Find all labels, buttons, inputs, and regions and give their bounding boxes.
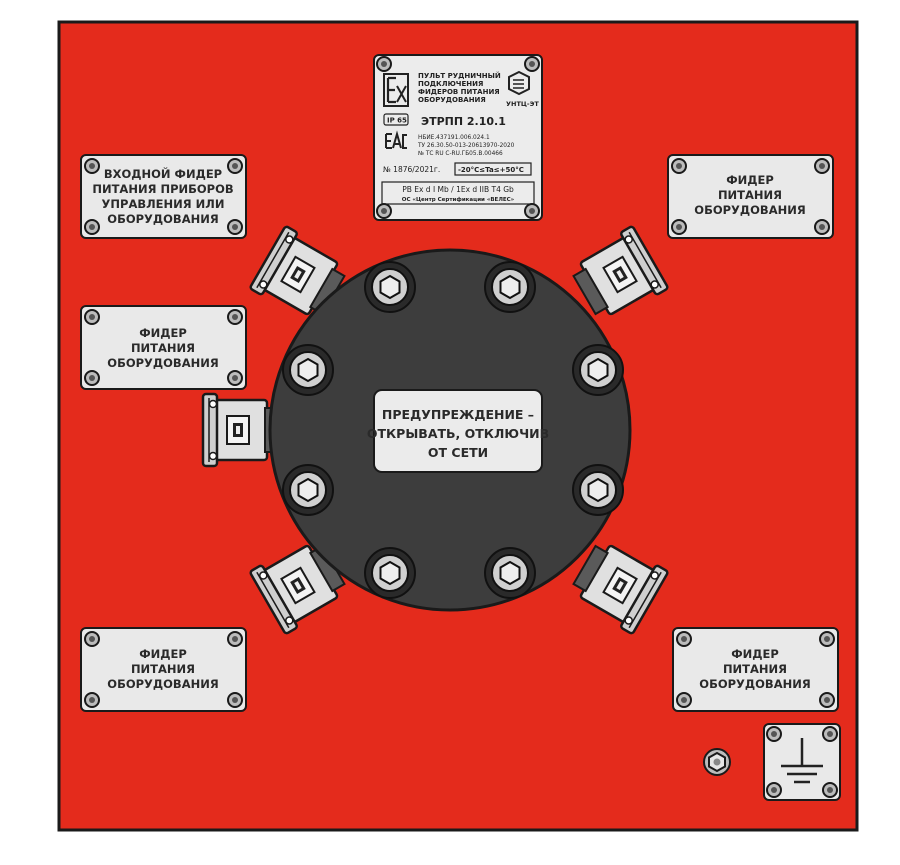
serial-number: № 1876/2021г.	[383, 165, 440, 174]
label-feeder-lower-right: ФИДЕР ПИТАНИЯ ОБОРУДОВАНИЯ	[672, 627, 839, 712]
eac-mark-icon	[385, 130, 407, 149]
cable-gland-left	[201, 392, 281, 468]
label-feeder-lower-left: ФИДЕР ПИТАНИЯ ОБОРУДОВАНИЯ	[80, 627, 247, 712]
nameplate-title-line-1: ПУЛЬТ РУДНИЧНЫЙ	[418, 71, 501, 80]
spec-line-3: № ТС RU C-RU.ГБ05.В.00466	[418, 151, 503, 157]
ground-plate	[763, 723, 841, 801]
label-input-feeder: ВХОДНОЙ ФИДЕР ПИТАНИЯ ПРИБОРОВ УПРАВЛЕНИ…	[80, 154, 247, 239]
ground-icon	[781, 738, 823, 784]
feeder-upper-right-line-1: ФИДЕР	[726, 173, 774, 187]
warning-line-1: ПРЕДУПРЕЖДЕНИЕ –	[382, 407, 534, 422]
warning-plate: ПРЕДУПРЕЖДЕНИЕ – ОТКРЫВАТЬ, ОТКЛЮЧИВ ОТ …	[367, 389, 549, 473]
label-feeder-upper-right: ФИДЕР ПИТАНИЯ ОБОРУДОВАНИЯ	[667, 154, 834, 239]
feeder-lower-left-line-1: ФИДЕР	[139, 647, 187, 661]
feeder-mid-left-line-2: ПИТАНИЯ	[131, 341, 195, 355]
feeder-upper-right-line-3: ОБОРУДОВАНИЯ	[694, 203, 805, 217]
ex-marking: РВ Ex d I Mb / 1Ex d IIB T4 Gb	[402, 185, 514, 194]
ip-rating: IP 65	[387, 117, 407, 125]
spec-line-1: НБИЕ.437191.006.024.1	[418, 135, 490, 141]
feeder-mid-left-line-3: ОБОРУДОВАНИЯ	[107, 356, 218, 370]
feeder-lower-right-line-3: ОБОРУДОВАНИЯ	[699, 677, 810, 691]
feeder-lower-left-line-3: ОБОРУДОВАНИЯ	[107, 677, 218, 691]
feeder-lower-right-line-1: ФИДЕР	[731, 647, 779, 661]
nameplate: ПУЛЬТ РУДНИЧНЫЙ ПОДКЛЮЧЕНИЯ ФИДЕРОВ ПИТА…	[373, 54, 543, 221]
brand-name: УНТЦ-ЭТ	[506, 100, 539, 108]
warning-line-3: ОТ СЕТИ	[428, 445, 488, 460]
feeder-lower-right-line-2: ПИТАНИЯ	[723, 662, 787, 676]
ex-mark-icon	[383, 73, 409, 107]
nameplate-title-line-2: ПОДКЛЮЧЕНИЯ	[418, 80, 483, 88]
certifier: ОС «Центр Сертификации «ВЕЛЕС»	[402, 196, 515, 203]
model-designation: ЭТРПП 2.10.1	[421, 115, 506, 128]
input-feeder-line-1: ВХОДНОЙ ФИДЕР	[104, 166, 222, 181]
feeder-upper-right-line-2: ПИТАНИЯ	[718, 188, 782, 202]
label-feeder-mid-left: ФИДЕР ПИТАНИЯ ОБОРУДОВАНИЯ	[80, 305, 247, 390]
feeder-lower-left-line-2: ПИТАНИЯ	[131, 662, 195, 676]
brand-logo-icon	[508, 70, 530, 96]
input-feeder-line-3: УПРАВЛЕНИЯ ИЛИ	[102, 197, 225, 211]
ground-bolt	[703, 748, 731, 776]
input-feeder-line-2: ПИТАНИЯ ПРИБОРОВ	[92, 182, 233, 196]
nameplate-title-line-3: ФИДЕРОВ ПИТАНИЯ	[418, 88, 500, 96]
spec-line-2: ТУ 26.30.50-013-20613970-2020	[417, 143, 515, 149]
feeder-mid-left-line-1: ФИДЕР	[139, 326, 187, 340]
warning-line-2: ОТКРЫВАТЬ, ОТКЛЮЧИВ	[367, 426, 549, 441]
input-feeder-line-4: ОБОРУДОВАНИЯ	[107, 212, 218, 226]
temperature-range: -20°C≤Ta≤+50°C	[458, 166, 524, 174]
nameplate-title-line-4: ОБОРУДОВАНИЯ	[418, 96, 486, 104]
